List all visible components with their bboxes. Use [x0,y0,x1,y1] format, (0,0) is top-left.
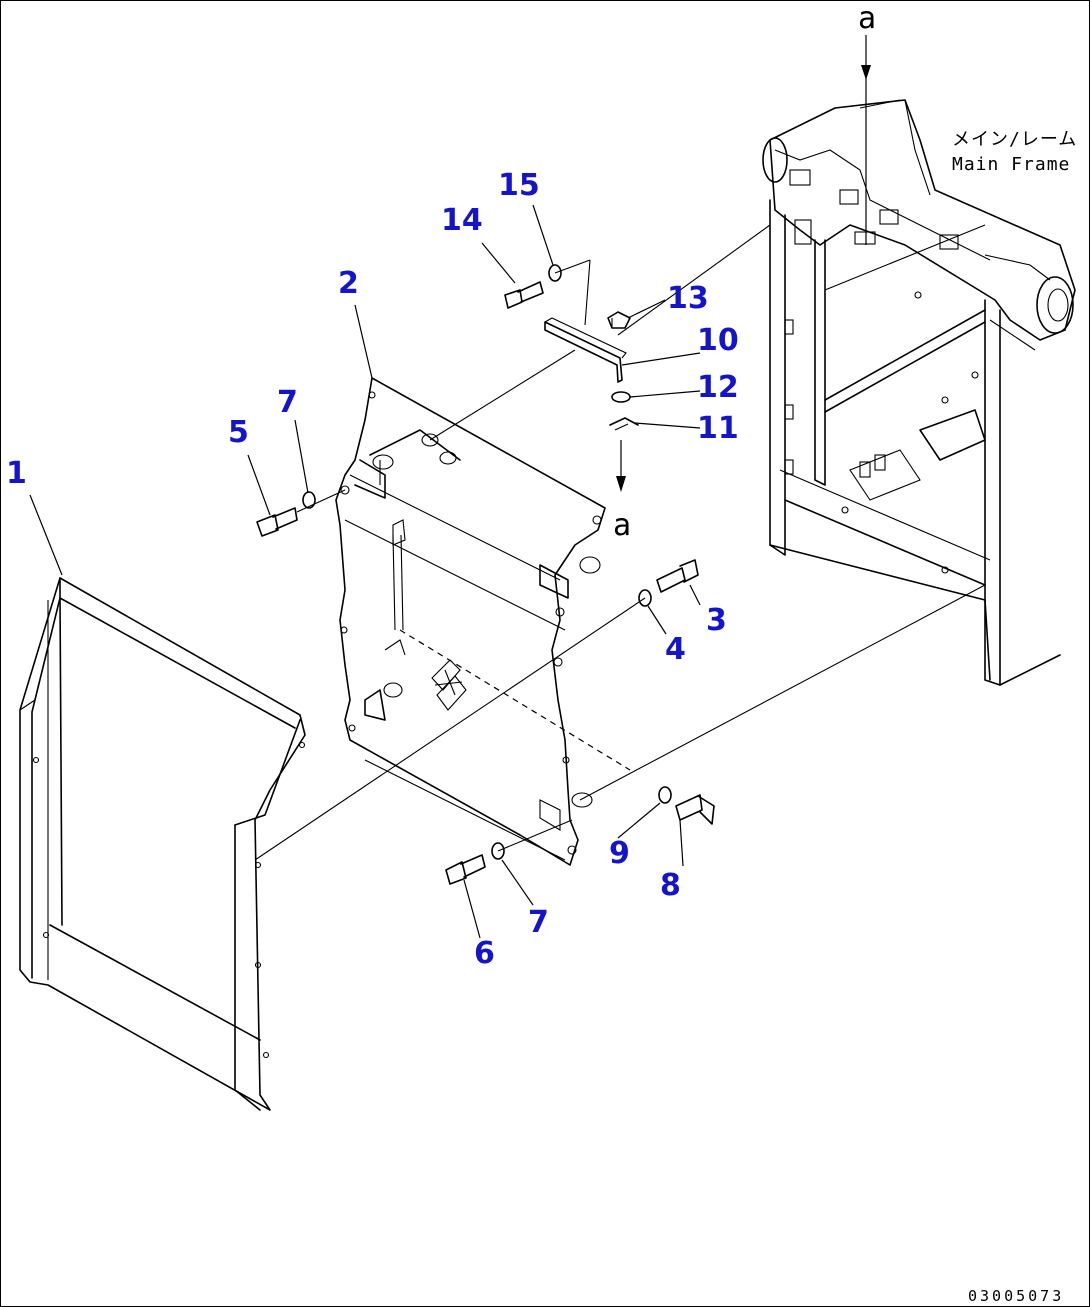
part-10-bar [544,317,627,383]
main-frame-en-label: Main Frame [952,154,1070,175]
part-14-bolt [504,281,544,309]
callout-13: 13 [667,281,709,316]
callout-11: 11 [697,411,739,446]
part-11-pin [609,417,639,431]
callout-8: 8 [660,868,681,903]
callout-5: 5 [228,415,249,450]
callout-15: 15 [498,168,540,203]
part-5-bolt [256,507,298,537]
callout-3: 3 [706,603,727,638]
part-8-bolt [675,794,715,825]
callout-9: 9 [609,836,630,871]
part-13-clip [607,311,631,329]
main-frame [762,99,1076,686]
callout-7-lower: 7 [528,905,549,940]
callout-6: 6 [474,936,495,971]
part-6-bolt [445,854,486,885]
ref-a-top: a [858,1,876,36]
leader-lines [29,204,701,939]
callout-14: 14 [441,203,483,238]
callout-1: 1 [6,456,27,491]
part-1-cover [19,577,306,1111]
drawing-code: 03005073 [968,1287,1064,1305]
reference-arrow-top [861,35,871,245]
reference-arrow-mid [616,440,626,492]
assembly-lines [254,224,986,861]
callout-10: 10 [697,323,739,358]
part-2-plate [335,377,631,866]
part-12-washer [611,391,631,403]
callout-12: 12 [697,370,739,405]
ref-a-mid: a [613,508,631,543]
main-frame-jp-label: メイン/レーム [952,129,1077,150]
part-7-washer-b [491,842,505,860]
callout-7-upper: 7 [277,385,298,420]
callout-2: 2 [338,266,359,301]
part-9-washer [658,786,672,804]
callout-4: 4 [665,632,686,667]
part-7-washer-a [302,491,316,509]
part-15-washer [548,264,562,282]
part-3-bolt [656,559,699,593]
part-4-washer [638,589,652,607]
